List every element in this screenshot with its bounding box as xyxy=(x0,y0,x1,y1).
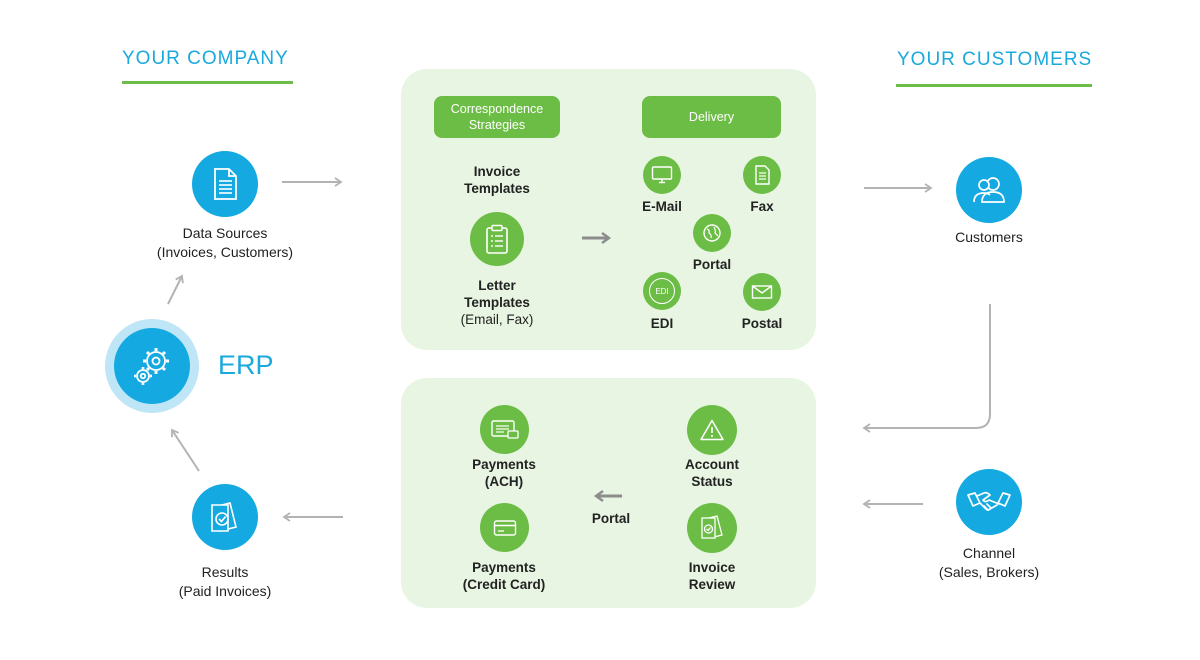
letter-templates-subtitle: (Email, Fax) xyxy=(460,312,534,327)
account-status-line2: Status xyxy=(691,474,733,489)
results-label: Results (Paid Invoices) xyxy=(125,563,325,601)
payments-ach-line1: Payments xyxy=(472,457,536,472)
letter-templates-node xyxy=(470,212,524,266)
invoice-templates-label: Invoice Templates xyxy=(437,163,557,197)
users-icon xyxy=(973,177,1005,203)
envelope-icon xyxy=(751,285,773,299)
letter-templates-label: Letter Templates (Email, Fax) xyxy=(437,277,557,328)
portal-payments-label: Portal xyxy=(591,511,631,526)
email-channel-label: E-Mail xyxy=(642,199,682,214)
results-subtitle: (Paid Invoices) xyxy=(178,583,272,599)
payments-panel xyxy=(401,378,816,608)
account-status-line1: Account xyxy=(685,457,739,472)
payments-ach-node xyxy=(480,405,529,454)
arrow-results-to-erp xyxy=(171,428,200,472)
channel-title: Channel xyxy=(962,545,1016,561)
postal-channel-node xyxy=(743,273,781,311)
channel-node xyxy=(956,469,1022,535)
delivery-pill: Delivery xyxy=(642,96,781,138)
erp-node-halo xyxy=(105,319,199,413)
data-sources-node xyxy=(192,151,258,217)
data-sources-title: Data Sources xyxy=(182,225,268,241)
results-node xyxy=(192,484,258,550)
letter-templates-line2: Templates xyxy=(464,295,530,310)
payments-ach-line2: (ACH) xyxy=(484,474,524,489)
invoice-review-label: Invoice Review xyxy=(652,559,772,593)
payments-cc-line1: Payments xyxy=(472,560,536,575)
clipboard-icon xyxy=(486,224,508,254)
invoice-templates-line2: Templates xyxy=(464,181,530,196)
monitor-icon xyxy=(651,166,673,184)
channel-subtitle: (Sales, Brokers) xyxy=(938,564,1040,580)
invoice-review-line1: Invoice xyxy=(688,560,736,575)
header-underline-company xyxy=(122,81,293,84)
erp-node xyxy=(114,328,190,404)
handshake-icon xyxy=(967,491,1011,511)
fax-channel-node xyxy=(743,156,781,194)
globe-icon xyxy=(703,224,721,242)
invoice-review-line2: Review xyxy=(688,577,736,592)
payments-cc-label: Payments (Credit Card) xyxy=(434,559,574,593)
gears-icon xyxy=(134,348,169,385)
data-sources-label: Data Sources (Invoices, Customers) xyxy=(125,224,325,262)
channel-label: Channel (Sales, Brokers) xyxy=(889,544,1089,582)
invoice-check-icon xyxy=(701,515,723,539)
email-channel-node xyxy=(643,156,681,194)
edi-icon: EDI xyxy=(649,278,675,304)
letter-templates-line1: Letter xyxy=(478,278,516,293)
warning-icon xyxy=(700,419,724,441)
customers-label: Customers xyxy=(955,229,1023,245)
postal-channel-label: Postal xyxy=(741,316,783,331)
data-sources-subtitle: (Invoices, Customers) xyxy=(156,244,294,260)
payments-cc-line2: (Credit Card) xyxy=(462,577,546,592)
edi-channel-node: EDI xyxy=(643,272,681,310)
correspondence-line1: Correspondence xyxy=(450,102,544,116)
account-status-label: Account Status xyxy=(652,456,772,490)
erp-label: ERP xyxy=(218,350,274,380)
payments-ach-label: Payments (ACH) xyxy=(444,456,564,490)
fax-document-icon xyxy=(755,165,770,185)
results-title: Results xyxy=(201,564,249,580)
payments-cc-node xyxy=(480,503,529,552)
customers-node xyxy=(956,157,1022,223)
invoice-templates-line1: Invoice xyxy=(473,164,521,179)
header-your-company: YOUR COMPANY xyxy=(122,48,289,69)
arrow-erp-to-datasources xyxy=(167,274,184,305)
account-status-node xyxy=(687,405,737,455)
arrow-customers-to-panel xyxy=(862,304,991,433)
header-your-customers: YOUR CUSTOMERS xyxy=(897,49,1093,70)
bank-transfer-icon xyxy=(490,419,519,439)
header-underline-customers xyxy=(896,84,1092,87)
document-icon xyxy=(214,168,237,200)
credit-card-icon xyxy=(493,519,516,536)
edi-channel-label: EDI xyxy=(650,316,674,331)
portal-channel-node xyxy=(693,214,731,252)
correspondence-line2: Strategies xyxy=(468,118,526,132)
invoice-review-node xyxy=(687,503,737,553)
fax-channel-label: Fax xyxy=(750,199,774,214)
portal-channel-label: Portal xyxy=(692,257,732,272)
paid-invoice-icon xyxy=(211,502,237,532)
